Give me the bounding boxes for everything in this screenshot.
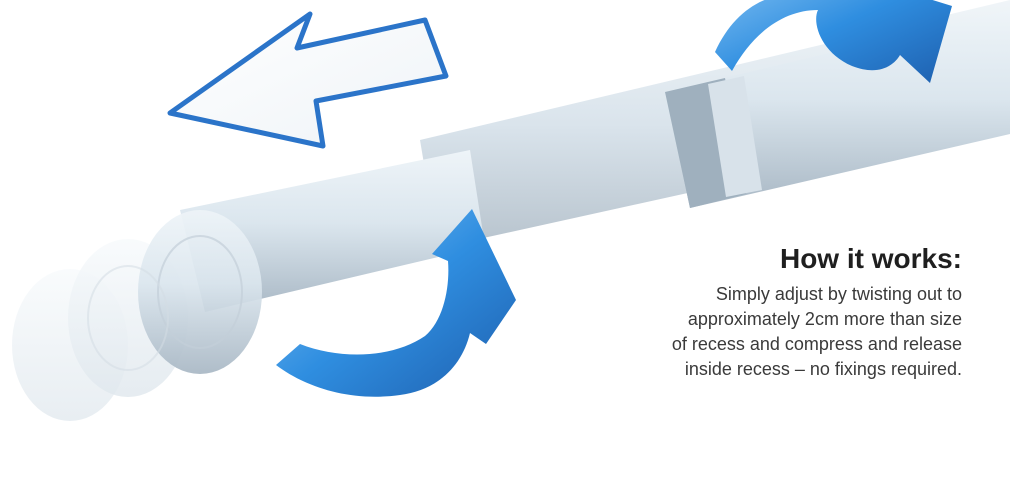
rotate-arrow-icon [715,0,952,83]
rod-cap-ghosts [12,210,262,421]
description-line: inside recess – no fixings required. [684,359,962,379]
description-line: approximately 2cm more than size [687,309,962,329]
how-it-works-panel: How it works: Simply adjust by twisting … [542,242,962,382]
how-it-works-heading: How it works: [779,243,962,274]
rotate-arrow-icon [276,209,516,397]
how-it-works-description: Simply adjust by twisting out to approxi… [542,282,962,382]
description-line: Simply adjust by twisting out to [715,284,962,304]
arrow-left-icon [167,11,449,149]
description-line: of recess and compress and release [671,334,962,354]
